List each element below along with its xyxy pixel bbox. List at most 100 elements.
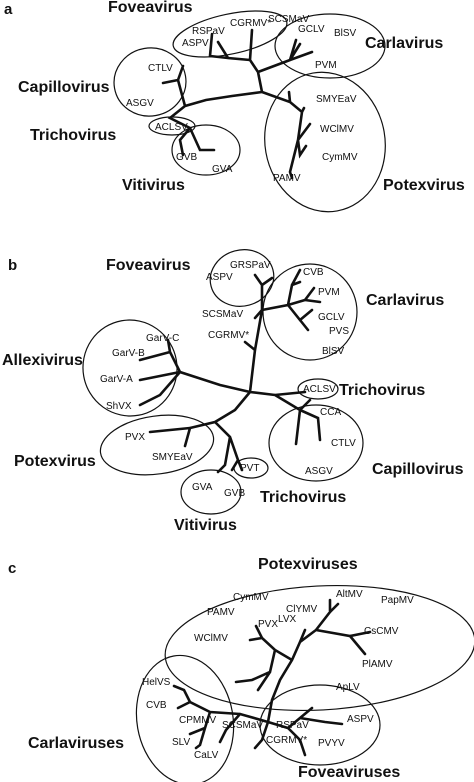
leaf-label: SLV — [172, 737, 190, 748]
leaf-label: SCSMaV — [202, 309, 243, 320]
leaf-label: GarV-C — [146, 333, 179, 344]
leaf-label: CCA — [320, 407, 341, 418]
leaf-label: GVA — [212, 164, 233, 175]
vitivirus-ring — [180, 469, 242, 515]
group-label: Vitivirus — [122, 177, 185, 194]
leaf-label: GarV-A — [100, 374, 133, 385]
panel-b: b Foveavirus Carlavirus Allexivirus Tric… — [2, 249, 464, 534]
leaf-label: CymMV — [322, 152, 358, 163]
leaf-label: RSPaV — [276, 720, 309, 731]
leaf-label: PVYV — [318, 738, 345, 749]
leaf-label: LVX — [278, 614, 296, 625]
leaf-label: SMYEaV — [316, 94, 357, 105]
group-label: Carlaviruses — [28, 735, 124, 752]
capillovirus-ring — [113, 47, 187, 117]
leaf-label: GCLV — [298, 24, 325, 35]
panel-b-rings — [82, 249, 364, 515]
leaf-label: ASGV — [126, 98, 154, 109]
group-label: Potexvirus — [383, 177, 465, 194]
capillovirus-ring — [268, 404, 364, 482]
group-label: Foveavirus — [108, 0, 193, 16]
leaf-label: ApLV — [336, 682, 360, 693]
potexvirus-ring — [99, 414, 215, 476]
group-label: Allexivirus — [2, 352, 83, 369]
leaf-label: ASGV — [305, 466, 333, 477]
panel-b-group-labels: Foveavirus Carlavirus Allexivirus Tricho… — [2, 257, 464, 534]
leaf-label: GarV-B — [112, 348, 145, 359]
group-label: Vitivirus — [174, 517, 237, 534]
leaf-label: ASPV — [347, 714, 374, 725]
leaf-label: GVB — [176, 152, 197, 163]
foveaviruses-ring — [259, 684, 381, 766]
leaf-label: CsCMV — [364, 626, 399, 637]
foveavirus-ring — [209, 249, 275, 307]
group-label: Capillovirus — [372, 461, 464, 478]
leaf-label: GVA — [192, 482, 213, 493]
panel-a-rings — [113, 10, 386, 213]
leaf-label: SCSMaV — [268, 14, 309, 25]
potexviruses-ring — [164, 584, 474, 712]
leaf-label: HelVS — [142, 677, 171, 688]
leaf-label: CTLV — [148, 63, 173, 74]
foveavirus-ring — [172, 10, 288, 58]
group-label: Foveavirus — [106, 257, 191, 274]
leaf-label: PAMV — [273, 173, 301, 184]
leaf-label: ACLSV — [303, 384, 336, 395]
panel-b-leaf-labels: GRSPaV ASPV SCSMaV CGRMV* CVB PVM GCLV P… — [100, 260, 356, 499]
leaf-label: SCSMaV — [222, 720, 263, 731]
group-label: Trichovirus — [339, 382, 425, 399]
panel-c-group-labels: Potexviruses Carlaviruses Foveaviruses — [28, 556, 400, 781]
leaf-label: ASPV — [206, 272, 233, 283]
leaf-label: CaLV — [194, 750, 219, 761]
leaf-label: PVX — [125, 432, 145, 443]
panel-a: a Foveavirus Carlavirus Capillovirus Tri… — [4, 0, 465, 213]
carlaviruses-ring — [135, 654, 235, 782]
group-label: Carlavirus — [366, 292, 444, 309]
leaf-label: ACLSV — [155, 122, 188, 133]
leaf-label: CGRMV* — [266, 735, 307, 746]
leaf-label: SMYEaV — [152, 452, 193, 463]
leaf-label: BlSV — [334, 28, 357, 39]
group-label: Potexviruses — [258, 556, 358, 573]
allexivirus-ring — [82, 319, 178, 417]
group-label: Carlavirus — [365, 35, 443, 52]
group-label: Foveaviruses — [298, 764, 400, 781]
leaf-label: GVB — [224, 488, 245, 499]
carlavirus-ring — [274, 13, 386, 79]
leaf-label: PAMV — [207, 607, 235, 618]
panel-c-letter: c — [8, 560, 16, 577]
leaf-label: CGRMV* — [208, 330, 249, 341]
vitivirus-ring — [171, 124, 241, 176]
leaf-label: AltMV — [336, 589, 363, 600]
panel-c-rings — [135, 584, 474, 782]
leaf-label: WClMV — [320, 124, 354, 135]
panel-c: c Potexviruses Carlaviruses Foveaviruses… — [8, 556, 474, 782]
group-label: Trichovirus — [260, 489, 346, 506]
leaf-label: CymMV — [233, 592, 269, 603]
leaf-label: CTLV — [331, 438, 356, 449]
leaf-label: CVB — [303, 267, 324, 278]
leaf-label: GRSPaV — [230, 260, 271, 271]
leaf-label: RSPaV — [192, 26, 225, 37]
panel-b-letter: b — [8, 257, 17, 274]
panel-c-branches — [172, 598, 372, 757]
leaf-label: ClYMV — [286, 604, 317, 615]
leaf-label: WClMV — [194, 633, 228, 644]
aclsv-ring — [297, 378, 339, 400]
leaf-label: PVS — [329, 326, 349, 337]
panel-a-letter: a — [4, 1, 13, 18]
leaf-label: PlAMV — [362, 659, 393, 670]
leaf-label: BlSV — [322, 346, 345, 357]
panel-c-leaf-labels: AltMV CymMV ClYMV PapMV PAMV PVX LVX CsC… — [142, 589, 414, 761]
leaf-label: CGRMV* — [230, 18, 271, 29]
group-label: Trichovirus — [30, 127, 116, 144]
panel-a-group-labels: Foveavirus Carlavirus Capillovirus Trich… — [18, 0, 465, 194]
group-label: Potexvirus — [14, 453, 96, 470]
leaf-label: PVT — [240, 463, 259, 474]
leaf-label: CVB — [146, 700, 167, 711]
leaf-label: PVM — [318, 287, 340, 298]
leaf-label: CPMMV — [179, 715, 217, 726]
pvt-ring — [233, 457, 269, 479]
carlavirus-ring — [262, 263, 358, 361]
